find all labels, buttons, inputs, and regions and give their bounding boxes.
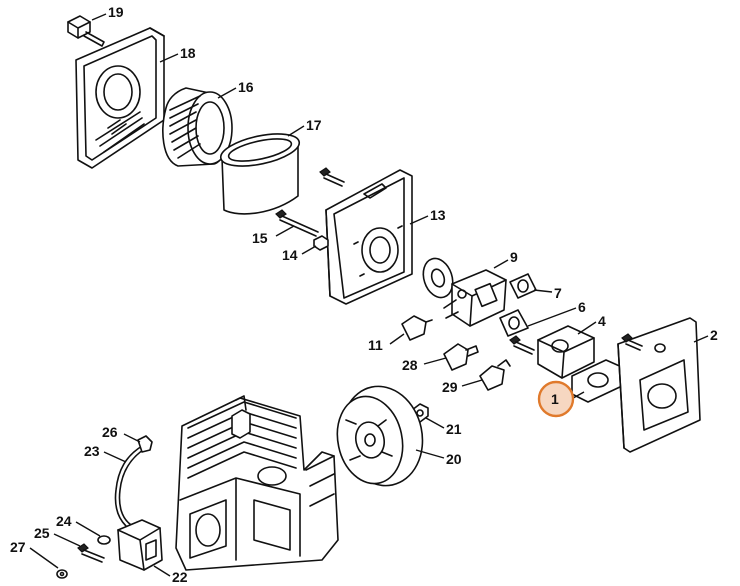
part-4-intake-flange xyxy=(537,325,595,379)
callout-1: 1 xyxy=(551,391,559,407)
callout-25: 25 xyxy=(34,525,50,541)
part-6-gasket xyxy=(499,309,529,337)
callout-23: 23 xyxy=(84,443,100,459)
part-25-screw xyxy=(77,543,105,563)
callout-15: 15 xyxy=(252,230,268,246)
part-23-ignition-lead xyxy=(114,445,147,527)
part-19-knob-screw xyxy=(67,15,105,47)
part-11-spacer xyxy=(401,315,433,341)
callout-28: 28 xyxy=(402,357,418,373)
part-27-washer xyxy=(56,569,68,579)
part-22-ignition-module xyxy=(117,519,163,571)
housing-top-screw xyxy=(319,167,345,187)
part-17-sleeve xyxy=(219,133,301,215)
callout-18: 18 xyxy=(180,45,196,61)
part-16-air-filter xyxy=(162,87,233,167)
callout-22: 22 xyxy=(172,569,188,585)
part-28-mount xyxy=(443,343,479,371)
callout-17: 17 xyxy=(306,117,322,133)
engine-crankcase xyxy=(175,395,339,571)
callout-14: 14 xyxy=(282,247,298,263)
part-15-long-screw xyxy=(275,209,319,237)
leader-lines xyxy=(29,13,709,577)
part-9-carburetor xyxy=(443,269,507,327)
callout-6: 6 xyxy=(578,299,586,315)
callout-19: 19 xyxy=(108,4,124,20)
shield-screw xyxy=(621,333,643,351)
part-13-housing xyxy=(325,169,413,305)
callout-29: 29 xyxy=(442,379,458,395)
flange-screw xyxy=(509,335,535,355)
part-7-gasket xyxy=(509,273,537,299)
callout-labels: 19 18 16 17 13 15 14 9 7 6 4 2 11 28 29 … xyxy=(10,4,718,585)
highlight-circle xyxy=(537,380,575,418)
part-26-plug-boot xyxy=(137,435,153,453)
callout-4: 4 xyxy=(598,313,606,329)
part-18-filter-cover xyxy=(75,27,165,169)
carburetor-gasket-disc xyxy=(422,257,454,299)
part-24-washer xyxy=(97,535,111,545)
callout-27: 27 xyxy=(10,539,26,555)
part-29-mount xyxy=(479,359,511,391)
part-2-heat-shield xyxy=(617,317,701,453)
callout-20: 20 xyxy=(446,451,462,467)
part-14-nut xyxy=(313,235,329,251)
callout-2: 2 xyxy=(710,327,718,343)
part-20-flywheel xyxy=(336,385,424,487)
callout-21: 21 xyxy=(446,421,462,437)
callout-16: 16 xyxy=(238,79,254,95)
callout-11: 11 xyxy=(368,337,383,353)
callout-26: 26 xyxy=(102,424,118,440)
callout-24: 24 xyxy=(56,513,72,529)
callout-7: 7 xyxy=(554,285,562,301)
callout-9: 9 xyxy=(510,249,518,265)
callout-13: 13 xyxy=(430,207,446,223)
